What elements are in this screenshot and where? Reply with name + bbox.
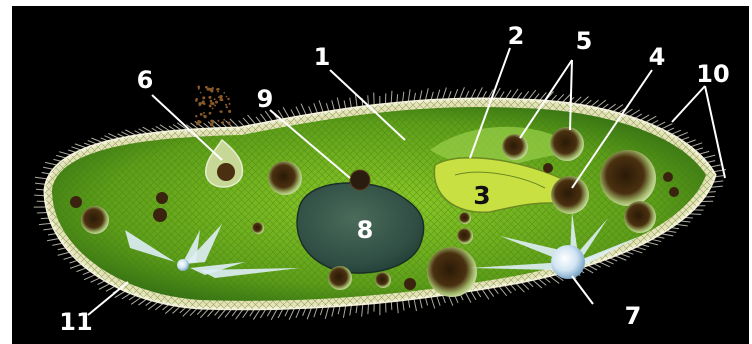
label-11: 11 [59,310,92,334]
label-10: 10 [696,62,729,86]
micronucleus [350,170,370,190]
label-4: 4 [649,45,666,69]
label-3: 3 [473,184,490,208]
label-6: 6 [137,68,154,92]
label-1: 1 [314,45,331,69]
label-9: 9 [257,87,274,111]
label-2: 2 [508,24,525,48]
label-8: 8 [357,218,374,242]
label-7: 7 [625,304,642,328]
label-5: 5 [576,29,593,53]
